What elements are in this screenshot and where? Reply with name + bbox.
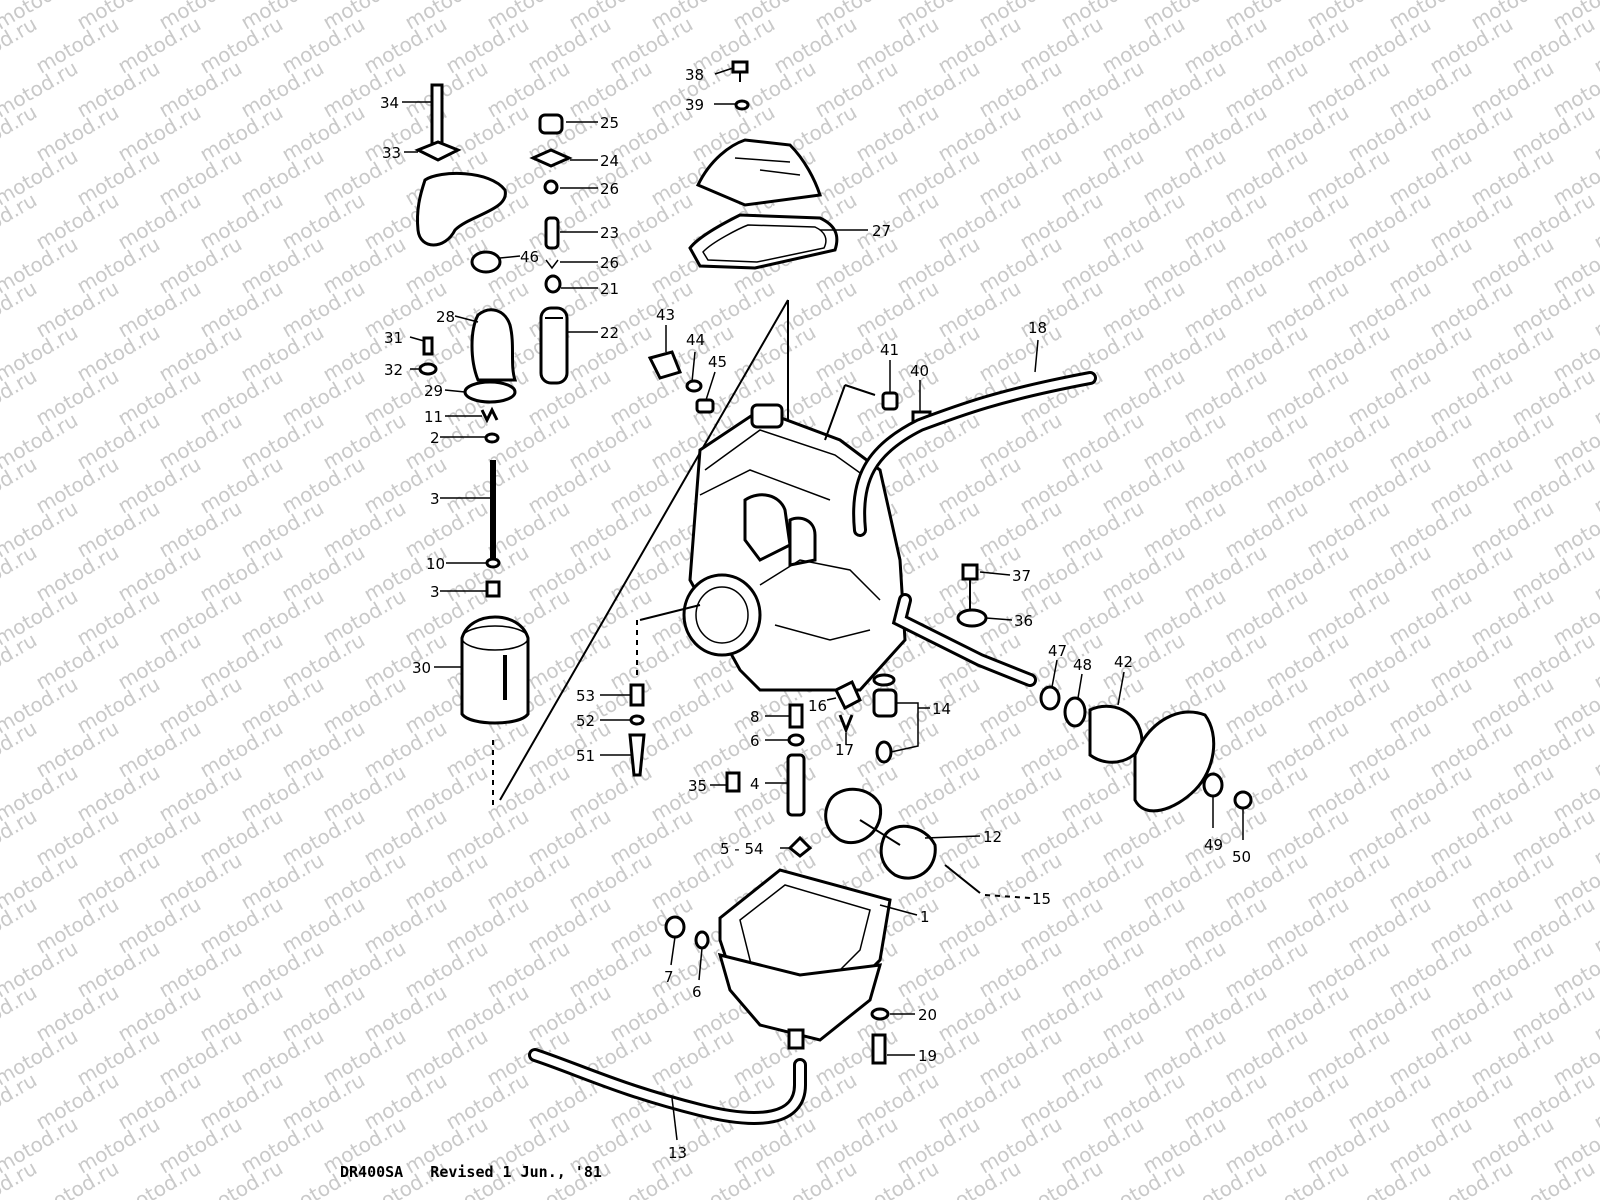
callout-label: 50 — [1232, 848, 1251, 866]
callout-label: 45 — [708, 353, 727, 371]
callout-label: 5 - 54 — [720, 840, 764, 858]
callout-label: 22 — [600, 324, 619, 342]
callout-label: 8 — [750, 708, 760, 726]
callout-label: 24 — [600, 152, 619, 170]
callout-label: 3 — [430, 490, 440, 508]
callout-label: 43 — [656, 306, 675, 324]
callout-label: 23 — [600, 224, 619, 242]
callout-label: 10 — [426, 555, 445, 573]
callout-label: 38 — [685, 66, 704, 84]
callout-label: 6 — [750, 732, 760, 750]
callout-label: 16 — [808, 697, 827, 715]
callout-label: 51 — [576, 747, 595, 765]
callout-label: 47 — [1048, 642, 1067, 660]
callout-label: 33 — [382, 144, 401, 162]
callout-label: 49 — [1204, 836, 1223, 854]
callout-label: 52 — [576, 712, 595, 730]
leader-lines — [402, 67, 1244, 1141]
callout-label: 31 — [384, 329, 403, 347]
callout-label: 18 — [1028, 319, 1047, 337]
callout-label: 1 — [920, 908, 930, 926]
parts-drawing — [414, 60, 1253, 1125]
callout-label: 19 — [918, 1047, 937, 1065]
callout-label: 20 — [918, 1006, 937, 1024]
callout-label: 28 — [436, 308, 455, 326]
callout-label: 13 — [668, 1144, 687, 1162]
callout-label: 46 — [520, 248, 539, 266]
callout-label: 41 — [880, 341, 899, 359]
callout-label: 6 — [692, 983, 702, 1001]
callout-label: 42 — [1114, 653, 1133, 671]
callout-label: 26 — [600, 254, 619, 272]
callout-label: 29 — [424, 382, 443, 400]
callout-label: 48 — [1073, 656, 1092, 674]
callout-label: 27 — [872, 222, 891, 240]
callout-label: 44 — [686, 331, 705, 349]
callout-label: 21 — [600, 280, 619, 298]
callout-label: 26 — [600, 180, 619, 198]
callout-label: 3 — [430, 583, 440, 601]
callout-label: 37 — [1012, 567, 1031, 585]
callout-label: 11 — [424, 408, 443, 426]
callout-label: 17 — [835, 741, 854, 759]
callout-label: 39 — [685, 96, 704, 114]
callout-label: 15 — [1032, 890, 1051, 908]
callout-label: 12 — [983, 828, 1002, 846]
callout-label: 4 — [750, 775, 760, 793]
callout-label: 7 — [664, 968, 674, 986]
revision-footer: DR400SA Revised 1 Jun., '81 — [340, 1163, 602, 1181]
callout-label: 14 — [932, 700, 951, 718]
callout-label: 32 — [384, 361, 403, 379]
callout-label: 25 — [600, 114, 619, 132]
callout-labels: 34 33 46 25 24 26 23 26 21 22 28 31 32 2… — [380, 66, 1251, 1162]
callout-label: 40 — [910, 362, 929, 380]
callout-label: 30 — [412, 659, 431, 677]
callout-label: 2 — [430, 429, 440, 447]
callout-label: 34 — [380, 94, 399, 112]
callout-label: 53 — [576, 687, 595, 705]
callout-label: 36 — [1014, 612, 1033, 630]
callout-label: 35 — [688, 777, 707, 795]
